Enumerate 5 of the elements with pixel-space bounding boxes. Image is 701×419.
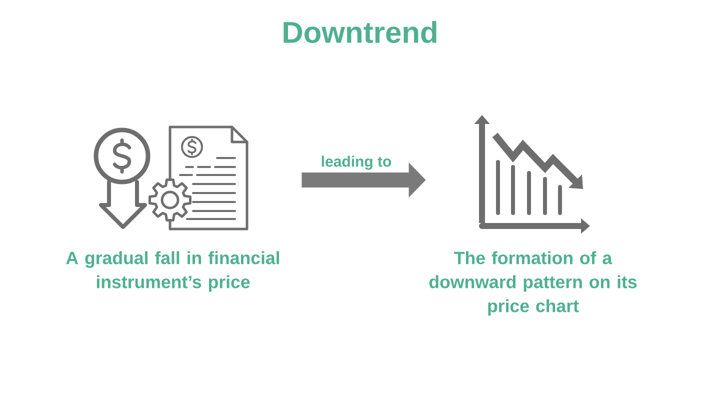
node-label: The formation of a downward pattern on its price chart: [429, 251, 637, 316]
title: Downtrend: [284, 20, 436, 44]
edge-label: leading to: [320, 154, 393, 171]
node-label: A gradual fall in financial instrument’s price: [66, 251, 280, 292]
finance-icon-drawing: [94, 126, 248, 230]
